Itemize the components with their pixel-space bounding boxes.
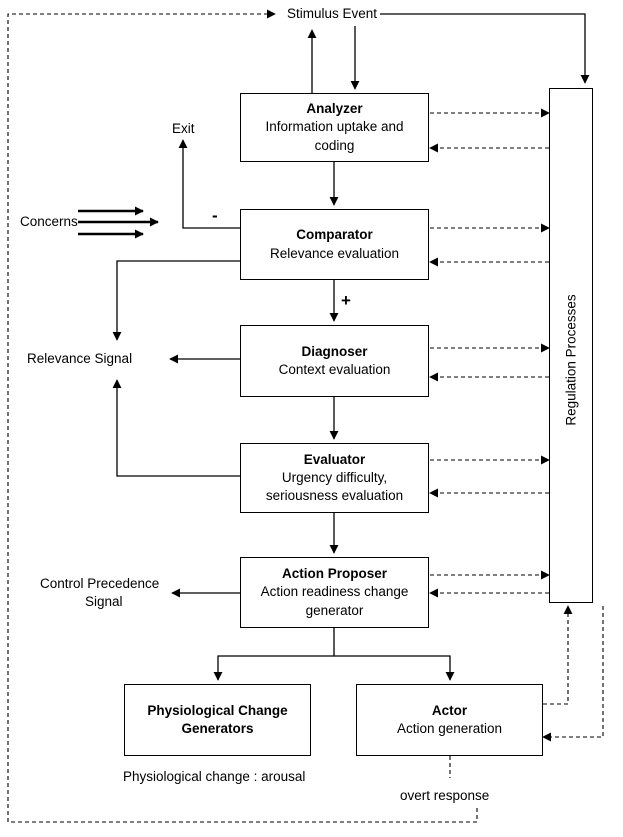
action-proposer-title: Action Proposer bbox=[281, 566, 387, 582]
actor-line-1: Action generation bbox=[396, 721, 503, 736]
diagnoser-title: Diagnoser bbox=[301, 343, 368, 359]
action-proposer-box: Action Proposer Action readiness change … bbox=[240, 557, 429, 628]
evaluator-line-1: Urgency difficulty, bbox=[281, 469, 388, 485]
dashed-overt-response-loop bbox=[7, 9, 478, 823]
actor-title: Actor bbox=[431, 702, 468, 718]
evaluator-line-2: seriousness evaluation bbox=[265, 488, 404, 504]
stimulus-event-label: Stimulus Event bbox=[287, 6, 378, 21]
physiological-change-box: Physiological Change Generators bbox=[124, 684, 311, 756]
branch-action-proposer bbox=[213, 628, 335, 681]
physiological-title-2: Generators bbox=[181, 721, 254, 736]
overt-response-label: overt response bbox=[400, 788, 490, 803]
evaluator-box: Evaluator Urgency difficulty, seriousnes… bbox=[240, 443, 429, 513]
diagnoser-line-1: Context evaluation bbox=[278, 362, 391, 377]
actor-box: Actor Action generation bbox=[356, 684, 543, 756]
control-precedence-label-2: Signal bbox=[85, 594, 123, 609]
exit-label: Exit bbox=[172, 121, 195, 136]
dashed-regulation-to-actor bbox=[542, 606, 604, 742]
action-proposer-line-2: generator bbox=[305, 602, 364, 618]
regulation-processes-box bbox=[549, 88, 593, 603]
analyzer-box: Analyzer Information uptake and coding bbox=[240, 93, 429, 162]
analyzer-title: Analyzer bbox=[306, 101, 363, 117]
branch-to-actor bbox=[334, 655, 455, 681]
analyzer-line-2: coding bbox=[314, 137, 355, 153]
plus-sign: + bbox=[341, 291, 351, 310]
concerns-label: Concerns bbox=[20, 214, 78, 229]
dashed-actor-to-regulation bbox=[543, 605, 573, 705]
evaluator-title: Evaluator bbox=[303, 451, 366, 467]
arrow-evaluator-to-relevance bbox=[112, 379, 240, 477]
relevance-signal-label: Relevance Signal bbox=[27, 351, 133, 366]
analyzer-line-1: Information uptake and bbox=[265, 119, 404, 135]
physiological-title-1: Physiological Change bbox=[147, 702, 288, 718]
control-precedence-label-1: Control Precedence bbox=[40, 576, 160, 591]
regulation-processes-label: Regulation Processes bbox=[563, 294, 579, 426]
action-proposer-line-1: Action readiness change bbox=[260, 584, 409, 600]
minus-sign: - bbox=[212, 206, 218, 225]
diagnoser-box: Diagnoser Context evaluation bbox=[240, 325, 429, 397]
comparator-box: Comparator Relevance evaluation bbox=[240, 209, 429, 280]
physiological-change-arousal-label: Physiological change : arousal bbox=[123, 769, 306, 784]
arrow-comparator-to-relevance bbox=[112, 260, 240, 341]
comparator-title: Comparator bbox=[296, 227, 373, 243]
arrow-comparator-to-exit bbox=[178, 139, 240, 229]
arrow-stimulus-to-regulation bbox=[380, 13, 590, 84]
comparator-line-1: Relevance evaluation bbox=[269, 245, 400, 261]
